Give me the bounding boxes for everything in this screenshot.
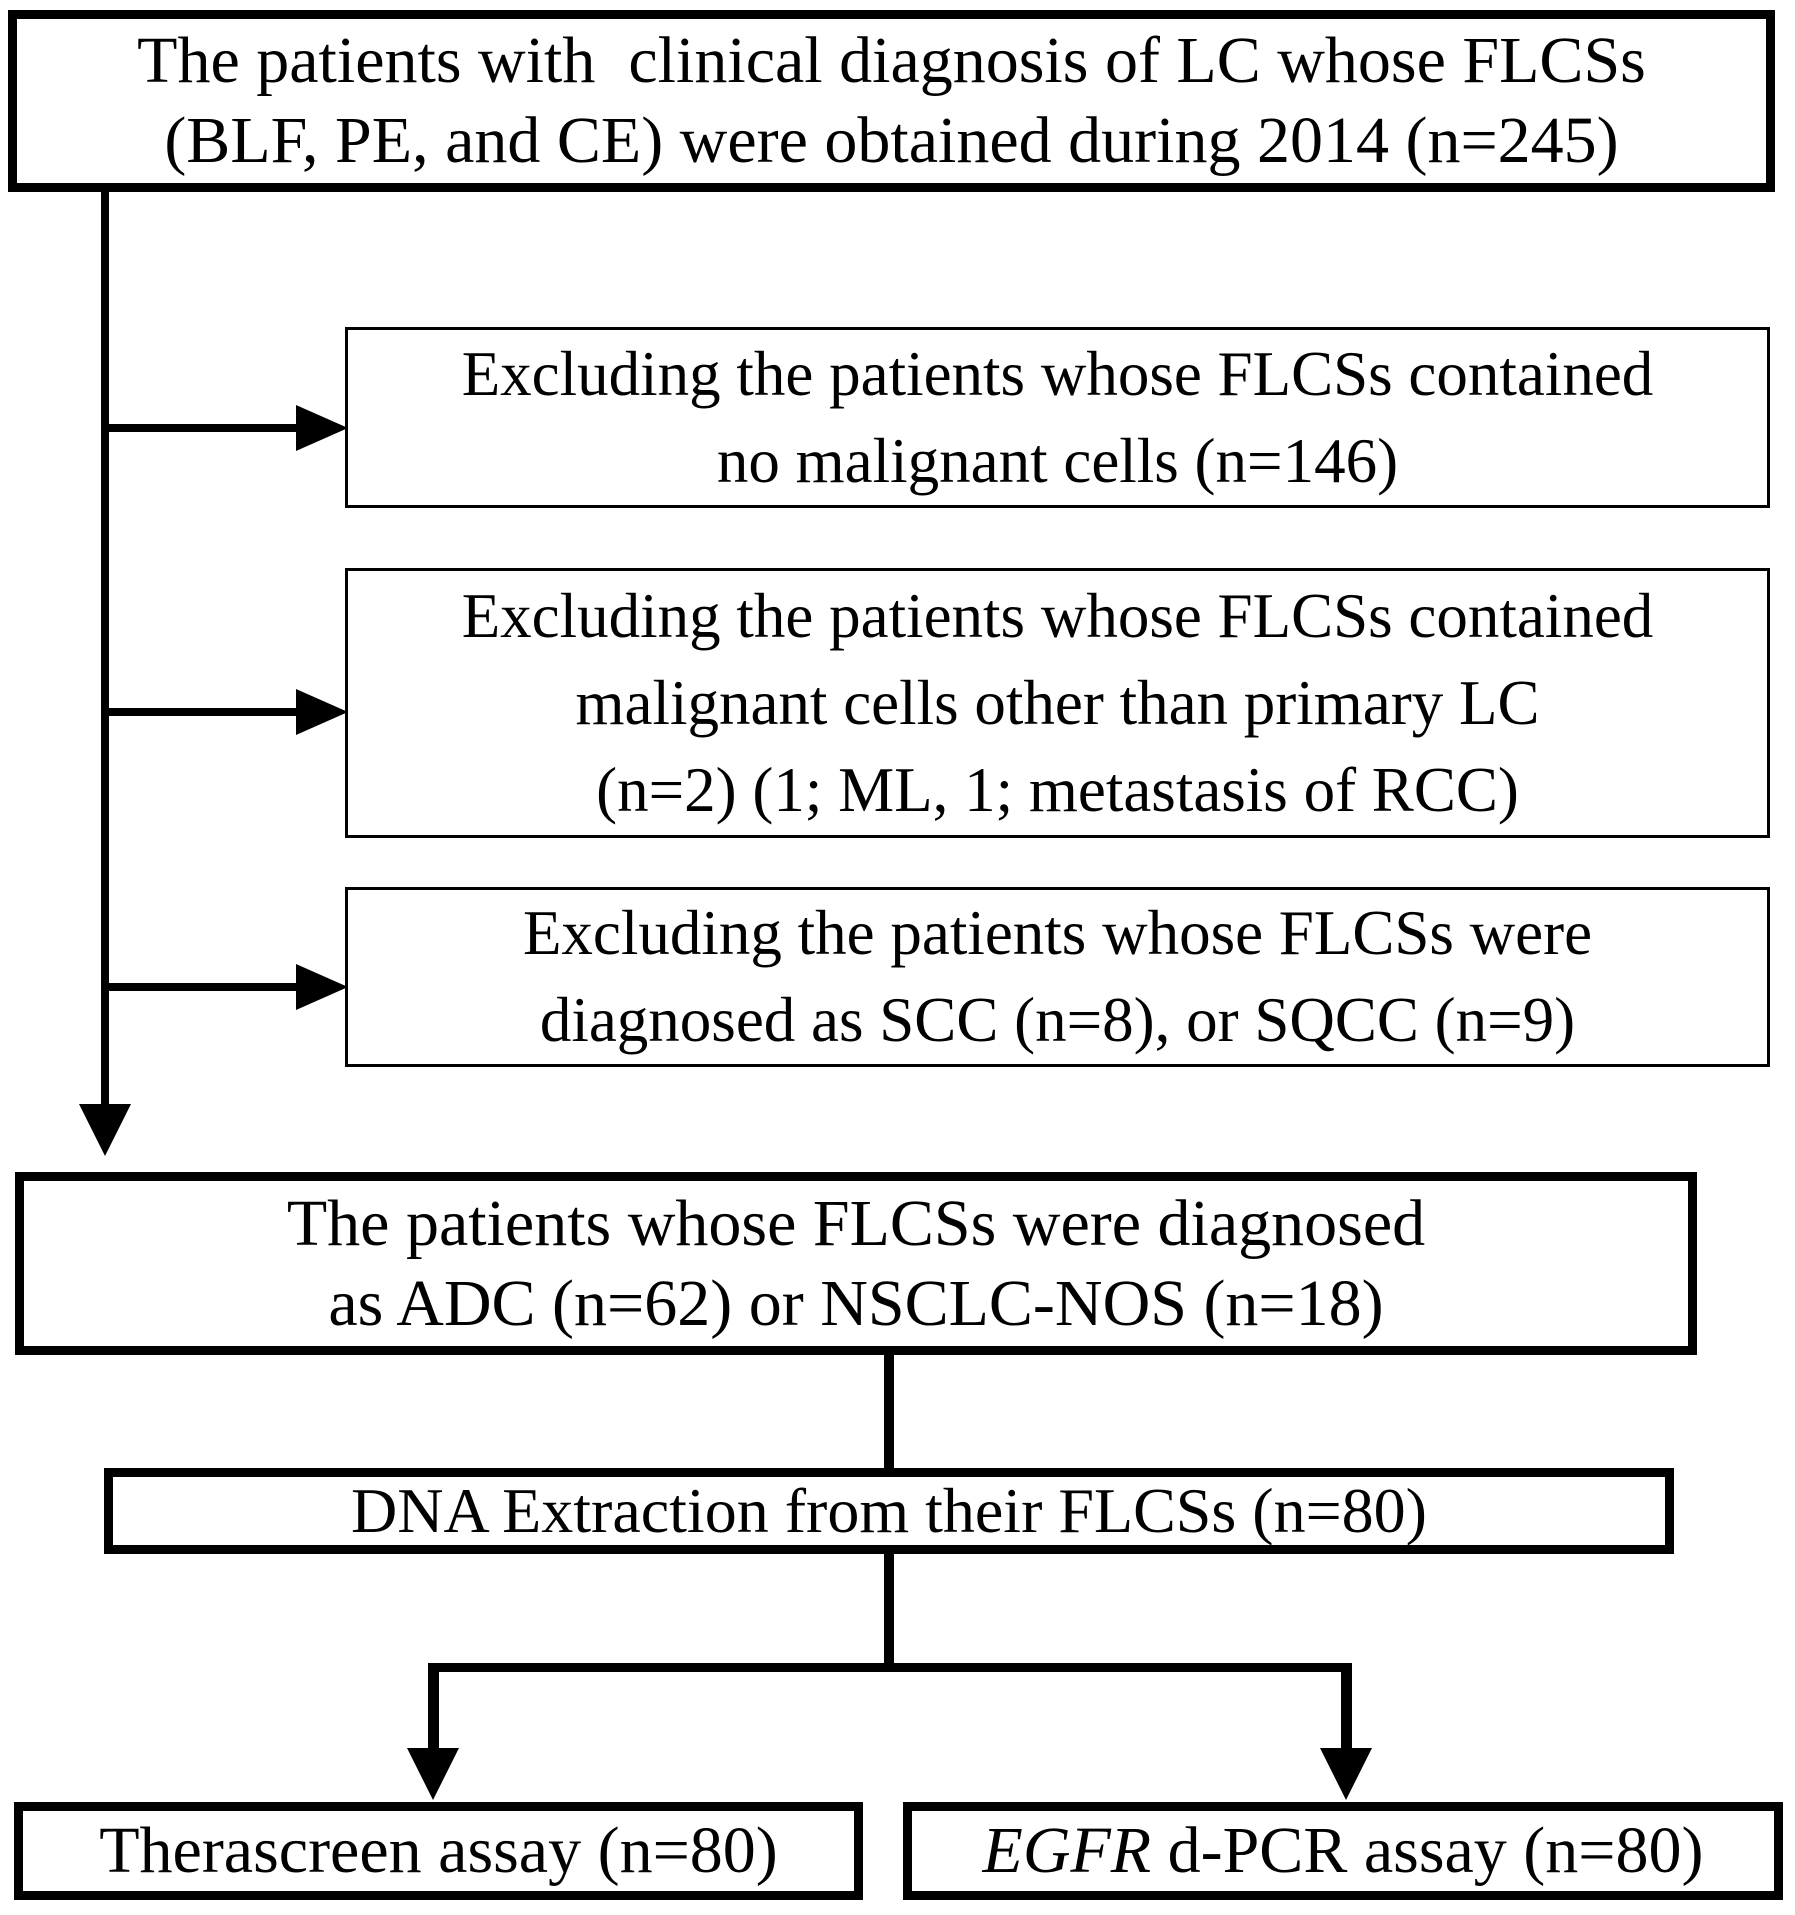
connector-included-to-dna xyxy=(884,1355,894,1468)
connector-dna-to-split xyxy=(884,1554,894,1663)
exclusion1-arrowhead-icon xyxy=(296,405,348,451)
exclusion1-branch-line xyxy=(105,424,300,432)
box-source-line-1: The patients with clinical diagnosis of … xyxy=(137,24,1646,97)
box-exclusion-other-malignancy: Excluding the patients whose FLCSs conta… xyxy=(345,568,1770,838)
box-therascreen-line-1: Therascreen assay (n=80) xyxy=(99,1814,778,1887)
split-right-line xyxy=(1341,1663,1352,1760)
split-right-arrowhead-icon xyxy=(1320,1748,1372,1800)
egfr-gene-label: EGFR xyxy=(982,1814,1152,1887)
box-included-line-2: as ADC (n=62) or NSCLC-NOS (n=18) xyxy=(328,1266,1384,1340)
exclusion2-arrowhead-icon xyxy=(296,689,348,735)
box-exclusion2-line-2: malignant cells other than primary LC xyxy=(575,667,1540,738)
main-flow-line xyxy=(101,192,109,1106)
box-dpcr-line-1: EGFR d-PCR assay (n=80) xyxy=(983,1816,1704,1886)
box-dna-line-1: DNA Extraction from their FLCSs (n=80) xyxy=(351,1475,1427,1546)
split-left-line xyxy=(428,1663,439,1760)
box-exclusion3-line-1: Excluding the patients whose FLCSs were xyxy=(522,898,1593,968)
box-exclusion-scc-sqcc: Excluding the patients whose FLCSs were … xyxy=(345,887,1770,1067)
box-included-patients: The patients whose FLCSs were diagnosed … xyxy=(15,1172,1697,1355)
box-egfr-dpcr-assay: EGFR d-PCR assay (n=80) xyxy=(903,1802,1783,1900)
box-exclusion1-line-2: no malignant cells (n=146) xyxy=(716,425,1399,496)
box-included-line-1: The patients whose FLCSs were diagnosed xyxy=(286,1186,1426,1260)
box-exclusion1-line-1: Excluding the patients whose FLCSs conta… xyxy=(461,338,1654,409)
exclusion3-branch-line xyxy=(105,983,300,991)
box-exclusion2-line-3: (n=2) (1; ML, 1; metastasis of RCC) xyxy=(596,754,1519,825)
exclusion3-arrowhead-icon xyxy=(296,964,348,1010)
box-dna-extraction: DNA Extraction from their FLCSs (n=80) xyxy=(104,1468,1674,1554)
exclusion2-branch-line xyxy=(105,708,300,716)
split-left-arrowhead-icon xyxy=(407,1748,459,1800)
box-source-population: The patients with clinical diagnosis of … xyxy=(8,10,1775,192)
main-flow-arrowhead-icon xyxy=(79,1104,131,1156)
box-therascreen-assay: Therascreen assay (n=80) xyxy=(14,1802,863,1900)
box-source-line-2: (BLF, PE, and CE) were obtained during 2… xyxy=(164,104,1619,177)
box-exclusion-no-malignant-cells: Excluding the patients whose FLCSs conta… xyxy=(345,327,1770,508)
dpcr-assay-label: d-PCR assay (n=80) xyxy=(1151,1814,1704,1887)
split-horizontal-bar xyxy=(428,1663,1352,1672)
box-exclusion2-line-1: Excluding the patients whose FLCSs conta… xyxy=(461,580,1654,651)
box-exclusion3-line-2: diagnosed as SCC (n=8), or SQCC (n=9) xyxy=(539,985,1576,1055)
